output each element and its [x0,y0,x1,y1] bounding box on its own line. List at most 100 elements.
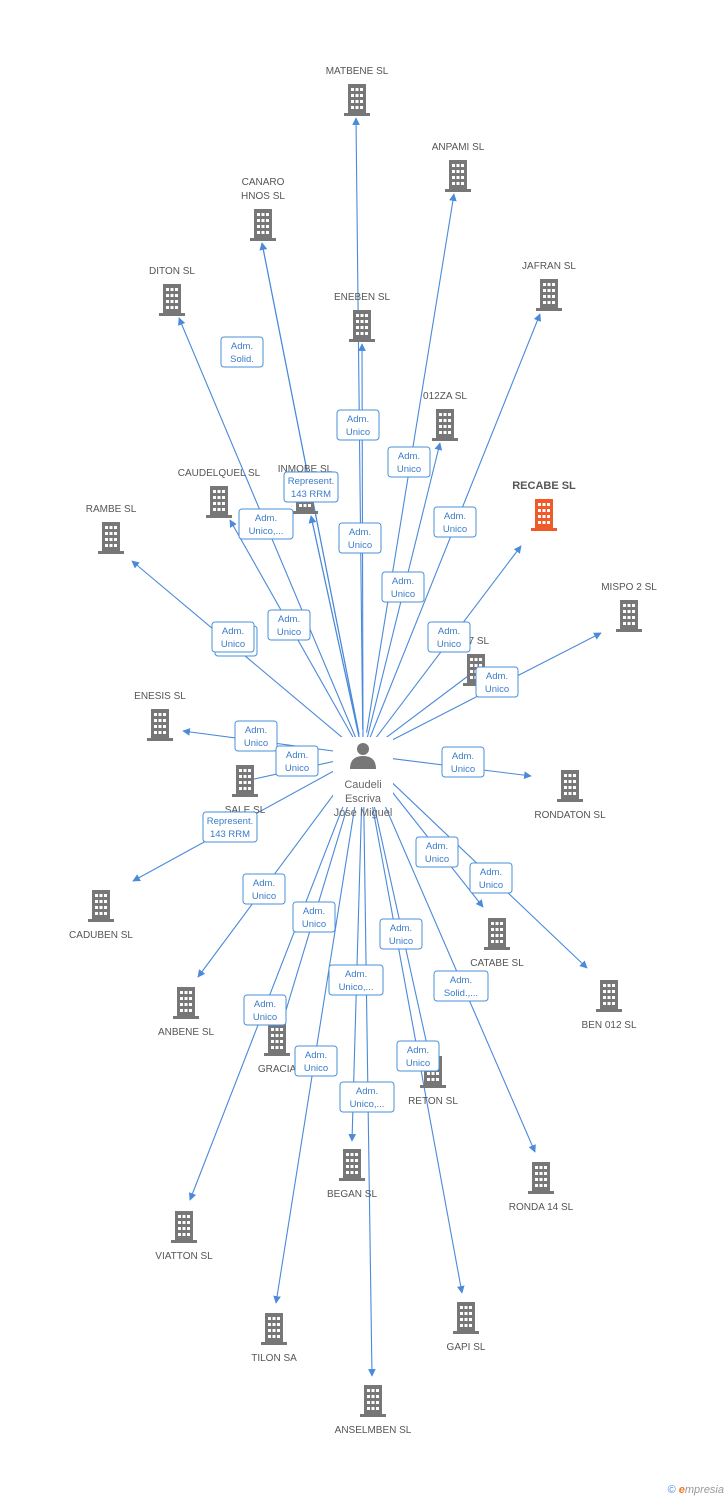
edge-role-label[interactable]: Adm.Unico [338,522,382,554]
company-node-diton[interactable]: DITON SL [149,266,195,316]
edge-role-label[interactable]: Adm.Unico [294,1045,338,1077]
company-name: HNOS SL [241,191,285,202]
company-node-o12za[interactable]: 012ZA SL [423,391,467,441]
edge-role-label[interactable]: Adm.Unico [441,746,485,778]
edge-role-label[interactable]: Adm.Unico,... [328,964,384,996]
building-icon [147,709,173,741]
company-name: 012ZA SL [423,391,467,402]
copyright-symbol: © [667,1484,676,1496]
company-node-n87[interactable]: 87 SL [463,636,490,686]
edge-role-label[interactable]: Adm.Unico [387,446,431,478]
building-icon [206,486,232,518]
company-node-sale[interactable]: SALE SL [225,765,266,816]
role-text: Adm. [426,841,448,852]
company-node-jafran[interactable]: JAFRAN SL [522,261,576,311]
role-box [336,409,380,441]
edge-role-label[interactable]: Adm.Unico [396,1040,440,1072]
company-name: JAFRAN SL [522,261,576,272]
company-node-mispo2[interactable]: MISPO 2 SL [601,582,657,632]
edge-role-label[interactable]: Adm.Unico [292,901,336,933]
role-text: Adm. [450,975,472,986]
role-text: Adm. [253,878,275,889]
edge-role-label[interactable]: Adm.Unico [433,506,477,538]
company-node-inmobe[interactable]: INMOBE SL [278,464,333,514]
role-text: Adm. [480,867,502,878]
role-text: Adm. [245,725,267,736]
company-node-reton[interactable]: RETON SL [408,1056,458,1107]
edge-role-label[interactable]: Adm. Unico [267,609,311,641]
company-node-caudelquel[interactable]: CAUDELQUEL SL [178,468,261,518]
role-text: Unico [437,639,461,650]
company-name: ANSELMBEN SL [335,1425,412,1436]
role-text: Represent. [288,476,334,487]
company-name: CAUDELQUEL SL [178,468,261,479]
company-node-enesis[interactable]: ENESIS SL [134,691,186,741]
edge-role-label[interactable]: Represent.143 RRM [283,471,339,503]
building-icon [432,409,458,441]
company-node-eneben[interactable]: ENEBEN SL [334,292,391,342]
role-box [338,522,382,554]
role-text: Unico [277,627,301,638]
edge-role-label[interactable]: Adm.Unico [427,621,471,653]
role-text: Adm. [278,614,300,625]
company-node-recabe[interactable]: RECABE SL [512,480,576,531]
edge-role-label[interactable]: Adm.Unico,... [238,508,294,540]
company-name: GAPI SL [447,1342,486,1353]
role-text: Unico [221,639,245,650]
edge-line-anbene [197,763,357,978]
company-node-rambe[interactable]: RAMBE SL [86,504,137,554]
company-name: ENESIS SL [134,691,186,702]
role-text: Adm. [231,341,253,352]
role-box [381,571,425,603]
role-text: Unico [451,764,475,775]
company-node-began[interactable]: BEGAN SL [327,1149,377,1200]
role-text: Unico [304,1063,328,1074]
edge-line-began [348,770,364,1142]
edge-role-label[interactable]: Adm.Unico [243,994,287,1026]
edge-role-label[interactable]: Adm.Unico,... [339,1081,395,1113]
edge-role-label[interactable]: Adm.Unico [469,862,513,894]
edge-role-label[interactable]: Represent.143 RRM [202,811,258,843]
company-name: ANBENE SL [158,1027,215,1038]
role-text: Unico [397,464,421,475]
company-node-anselmben[interactable]: ANSELMBEN SL [335,1385,412,1436]
company-node-anbene[interactable]: ANBENE SL [158,987,215,1038]
edge-role-label[interactable]: Adm.Unico [275,745,319,777]
edge-role-label[interactable]: Adm.Unico [336,409,380,441]
company-node-anpami[interactable]: ANPAMI SL [432,142,485,192]
company-node-viatton[interactable]: VIATTON SL [155,1211,213,1262]
company-node-catabe[interactable]: CATABE SL [470,918,524,969]
company-node-gapi[interactable]: GAPI SL [447,1302,486,1353]
edge-role-label[interactable]: Adm.Unico [234,720,278,752]
company-node-rondaton[interactable]: RONDATON SL [534,770,606,821]
footer-brand[interactable]: © empresia [668,1484,724,1496]
edge-line-viatton [188,772,357,1201]
building-icon [264,1024,290,1056]
edge-role-label[interactable]: Adm.Unico [475,666,519,698]
company-node-tilon[interactable]: TILON SA [251,1313,297,1364]
edge-role-label[interactable]: Adm.Solid. [220,336,264,368]
role-box [202,811,258,843]
edge-role-label[interactable]: Adm.Unico [211,621,255,653]
company-name: SALE SL [225,805,266,816]
role-box [427,621,471,653]
building-icon [349,310,375,342]
edge-role-label[interactable]: Adm.Solid.,... [433,970,489,1002]
company-node-ronda14[interactable]: RONDA 14 SL [509,1162,574,1213]
company-node-matbene[interactable]: MATBENE SL [326,66,389,116]
edge-role-label[interactable]: Adm.Unico [415,836,459,868]
edge-role-label[interactable]: Adm.Unico [381,571,425,603]
building-icon [616,600,642,632]
company-node-caduben[interactable]: CADUBEN SL [69,890,133,941]
company-node-gracia[interactable]: GRACIA [258,1024,297,1075]
role-box [220,336,264,368]
role-box [283,471,339,503]
edge-role-label[interactable]: Adm.Unico [379,918,423,950]
role-text: Unico [285,763,309,774]
company-node-ben012[interactable]: BEN 012 SL [581,980,637,1031]
edge-role-label[interactable]: Adm.Unico [242,873,286,905]
company-name: RONDA 14 SL [509,1202,574,1213]
